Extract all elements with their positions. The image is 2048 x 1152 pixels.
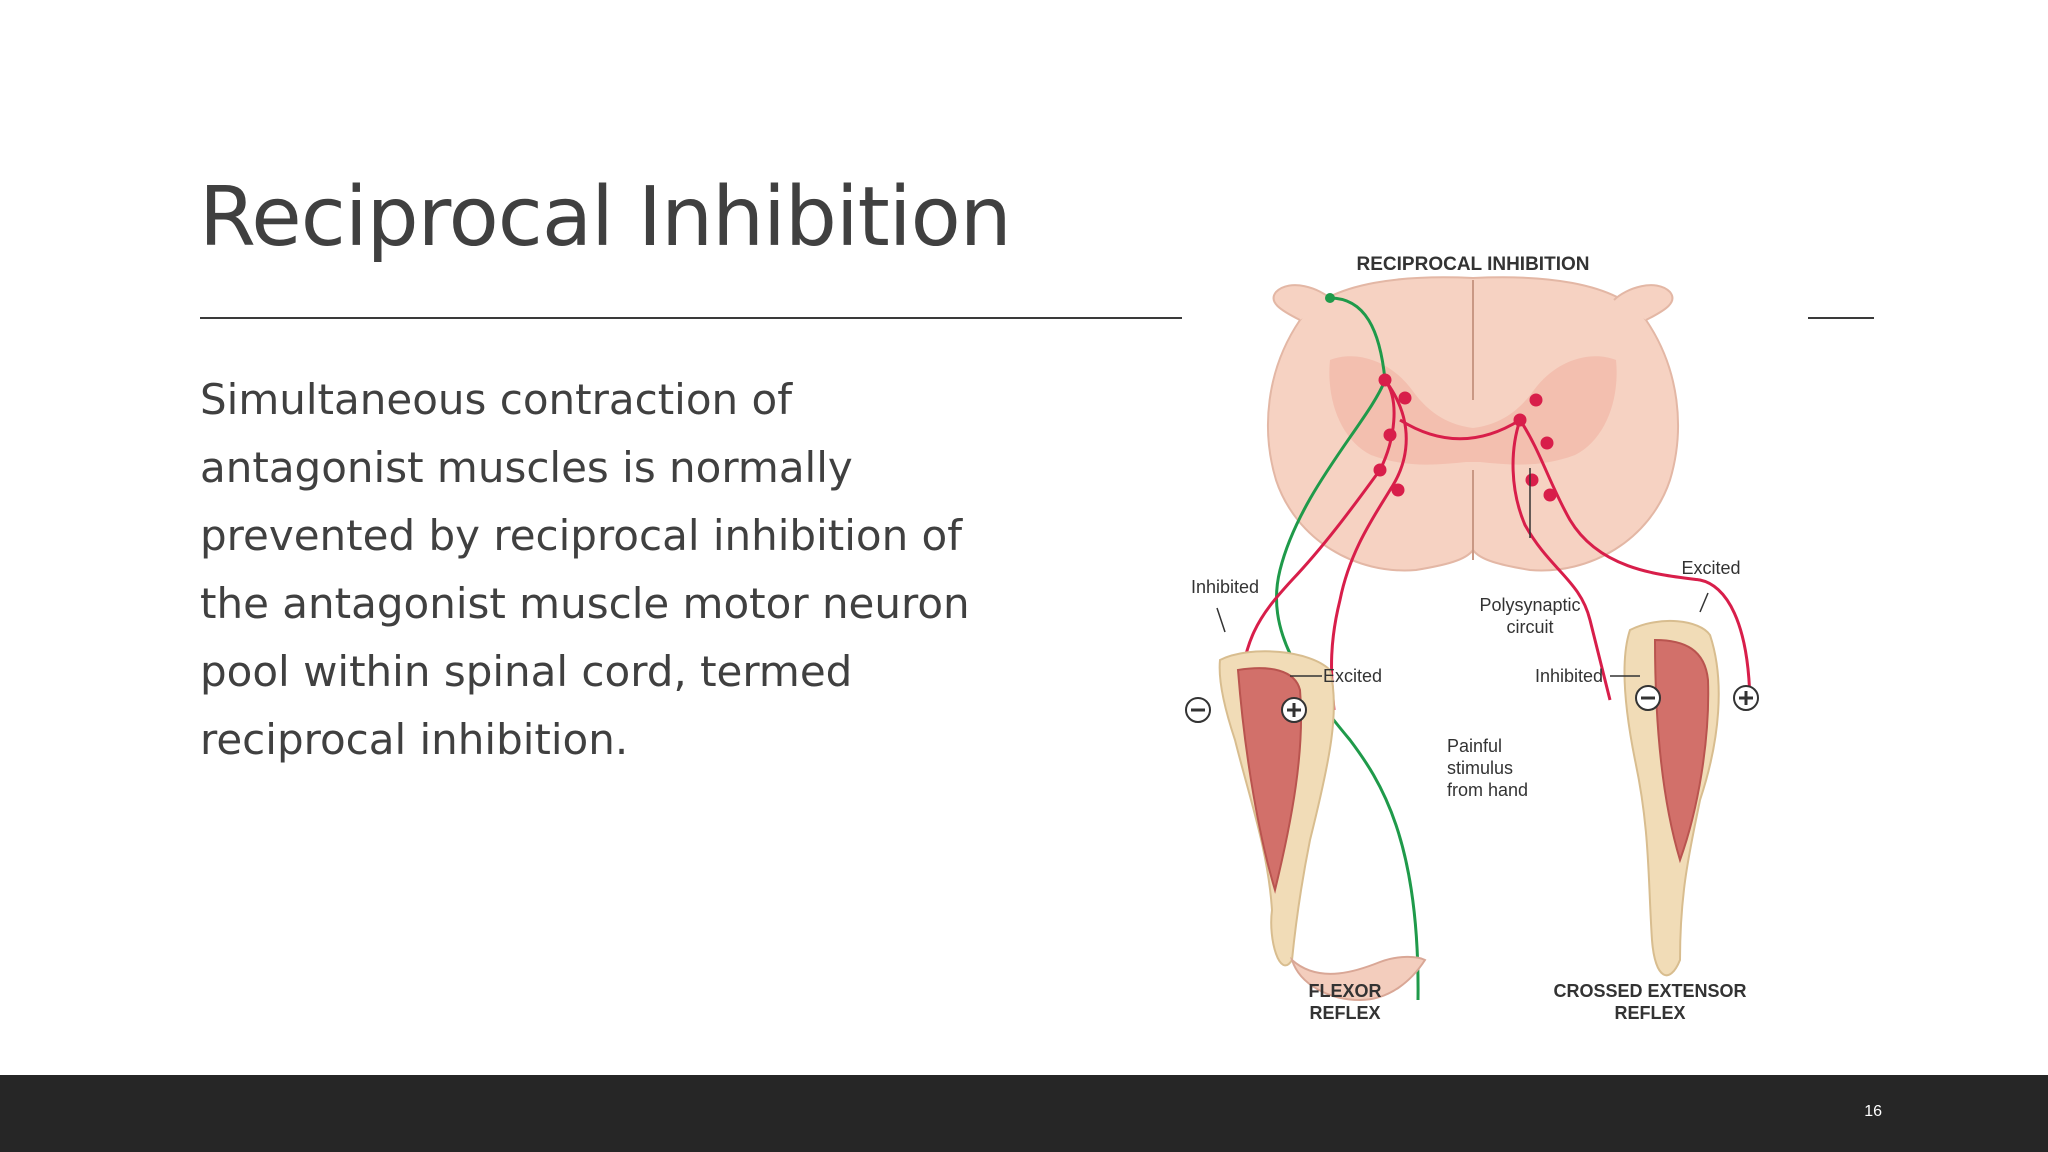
label-crossed-extensor: CROSSED EXTENSOR <box>1553 981 1746 1001</box>
label-inhibited-right: Inhibited <box>1535 666 1603 686</box>
body-text: Simultaneous contraction of antagonist m… <box>200 366 1000 774</box>
title-divider-left <box>200 317 1182 319</box>
label-stimulus: stimulus <box>1447 758 1513 778</box>
label-crossed-reflex: REFLEX <box>1614 1003 1685 1023</box>
body-line: prevented by reciprocal inhibition of <box>200 511 963 560</box>
plus-circle-icon <box>1281 697 1307 723</box>
label-inhibited-left: Inhibited <box>1191 577 1259 597</box>
left-arm <box>1218 650 1427 1002</box>
motor-neurons <box>1238 373 1752 711</box>
body-line: the antagonist muscle motor neuron <box>200 579 970 628</box>
label-flexor: FLEXOR <box>1308 981 1381 1001</box>
reciprocal-inhibition-diagram: RECIPROCAL INHIBITION <box>1180 240 1780 1040</box>
label-from-hand: from hand <box>1447 780 1528 800</box>
label-circuit: circuit <box>1506 617 1553 637</box>
plus-circle-icon <box>1733 685 1759 711</box>
label-polysynaptic: Polysynaptic <box>1479 595 1580 615</box>
label-excited-left: Excited <box>1323 666 1382 686</box>
minus-circle-icon <box>1635 685 1661 711</box>
page-number: 16 <box>1864 1103 1882 1120</box>
body-line: Simultaneous contraction of <box>200 375 792 424</box>
title-divider-right <box>1808 317 1874 319</box>
sensory-neuron <box>1275 296 1420 1001</box>
slide-title: Reciprocal Inhibition <box>199 170 1012 265</box>
label-excited-right: Excited <box>1681 558 1740 578</box>
body-line: pool within spinal cord, termed <box>200 647 853 696</box>
label-painful: Painful <box>1447 736 1502 756</box>
body-line: reciprocal inhibition. <box>200 715 629 764</box>
body-line: antagonist muscles is normally <box>200 443 853 492</box>
figure-title: RECIPROCAL INHIBITION <box>1357 254 1590 275</box>
minus-circle-icon <box>1185 697 1211 723</box>
right-arm <box>1623 619 1720 977</box>
label-flexor-reflex: REFLEX <box>1309 1003 1380 1023</box>
footer-bar <box>0 1075 2048 1152</box>
spinal-cord <box>1266 276 1680 572</box>
